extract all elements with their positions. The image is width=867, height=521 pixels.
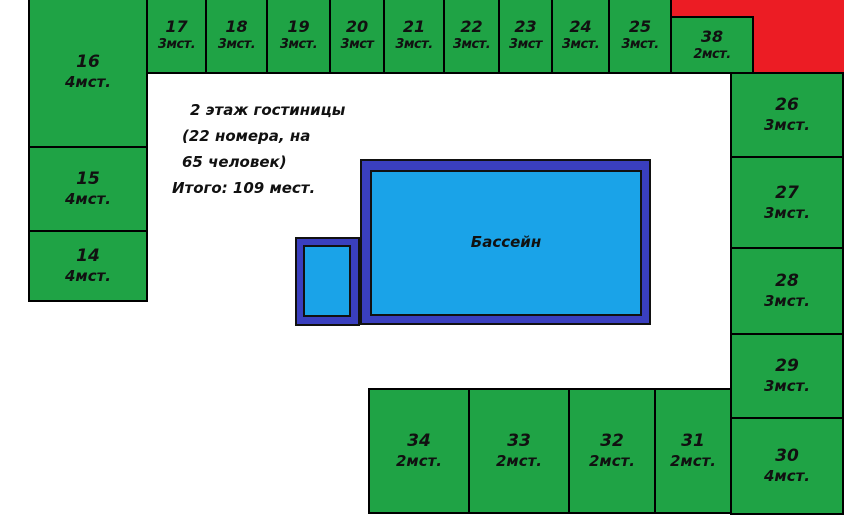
note-line-4: Итого: 109 мест.: [172, 179, 316, 197]
room-27[interactable]: 27 3мст.: [730, 156, 844, 249]
room-19[interactable]: 19 3мст.: [266, 0, 331, 74]
room-number: 33: [507, 431, 531, 451]
room-number: 31: [681, 431, 705, 451]
room-30[interactable]: 30 4мст.: [730, 417, 844, 515]
room-capacity: 3мст.: [764, 292, 810, 311]
room-number: 17: [165, 16, 188, 36]
room-capacity: 3мст.: [621, 36, 659, 52]
room-25[interactable]: 25 3мст.: [608, 0, 672, 74]
room-16[interactable]: 16 4мст.: [28, 0, 148, 148]
room-capacity: 3мст.: [764, 116, 810, 135]
room-number: 27: [775, 182, 799, 203]
room-number: 16: [76, 52, 100, 72]
pool-water: Бассейн: [370, 170, 642, 316]
room-capacity: 4мст.: [65, 73, 111, 92]
room-capacity: 3мст.: [561, 36, 600, 52]
pool-label: Бассейн: [470, 233, 542, 251]
room-number: 20: [345, 16, 369, 36]
room-capacity: 3мст.: [764, 377, 810, 396]
room-capacity: 3мст: [509, 36, 542, 52]
room-20[interactable]: 20 3мст: [329, 0, 385, 74]
room-29[interactable]: 29 3мст.: [730, 333, 844, 419]
small-pool-water: [303, 245, 351, 317]
room-number: 14: [76, 246, 100, 266]
room-34[interactable]: 34 2мст.: [368, 388, 470, 514]
room-number: 23: [514, 16, 537, 36]
room-number: 29: [775, 356, 799, 376]
room-28[interactable]: 28 3мст.: [730, 247, 844, 335]
room-number: 25: [628, 16, 652, 36]
note-line-1: 2 этаж гостиницы: [190, 101, 346, 119]
room-number: 24: [569, 16, 592, 36]
floor-summary-note: 2 этаж гостиницы (22 номера, на 65 челов…: [172, 97, 345, 201]
room-38[interactable]: 38 2мст.: [670, 16, 754, 74]
room-number: 15: [76, 169, 100, 189]
room-32[interactable]: 32 2мст.: [568, 388, 656, 514]
room-capacity: 4мст.: [764, 467, 810, 486]
room-21[interactable]: 21 3мст.: [383, 0, 445, 74]
room-18[interactable]: 18 3мст.: [205, 0, 268, 74]
room-capacity: 2мст.: [670, 452, 716, 471]
note-line-3: 65 человек): [182, 153, 287, 171]
room-15[interactable]: 15 4мст.: [28, 146, 148, 232]
room-26[interactable]: 26 3мст.: [730, 72, 844, 158]
room-capacity: 2мст.: [496, 452, 542, 471]
room-33[interactable]: 33 2мст.: [468, 388, 570, 514]
room-capacity: 3мст.: [764, 203, 810, 222]
room-number: 22: [460, 16, 483, 36]
note-line-2: (22 номера, на: [182, 127, 311, 145]
room-capacity: 3мст.: [395, 36, 433, 52]
room-number: 21: [402, 16, 426, 36]
room-24[interactable]: 24 3мст.: [551, 0, 610, 74]
room-capacity: 2мст.: [589, 452, 635, 471]
room-capacity: 3мст.: [452, 36, 491, 52]
room-capacity: 3мст.: [217, 36, 256, 52]
room-number: 38: [700, 26, 724, 46]
room-number: 32: [600, 431, 624, 451]
room-14[interactable]: 14 4мст.: [28, 230, 148, 302]
room-number: 26: [775, 95, 799, 115]
room-17[interactable]: 17 3мст.: [146, 0, 207, 74]
room-capacity: 3мст.: [279, 36, 318, 52]
room-capacity: 4мст.: [65, 267, 111, 286]
room-number: 30: [775, 446, 799, 466]
room-capacity: 3мст: [340, 36, 374, 52]
room-number: 28: [775, 271, 799, 291]
room-23[interactable]: 23 3мст: [498, 0, 553, 74]
room-22[interactable]: 22 3мст.: [443, 0, 500, 74]
room-capacity: 3мст.: [157, 36, 196, 52]
room-capacity: 4мст.: [65, 190, 111, 209]
room-31[interactable]: 31 2мст.: [654, 388, 732, 514]
room-number: 34: [407, 431, 431, 451]
room-capacity: 2мст.: [396, 452, 442, 471]
room-capacity: 2мст.: [693, 46, 731, 62]
room-number: 19: [287, 16, 310, 36]
room-number: 18: [225, 16, 248, 36]
